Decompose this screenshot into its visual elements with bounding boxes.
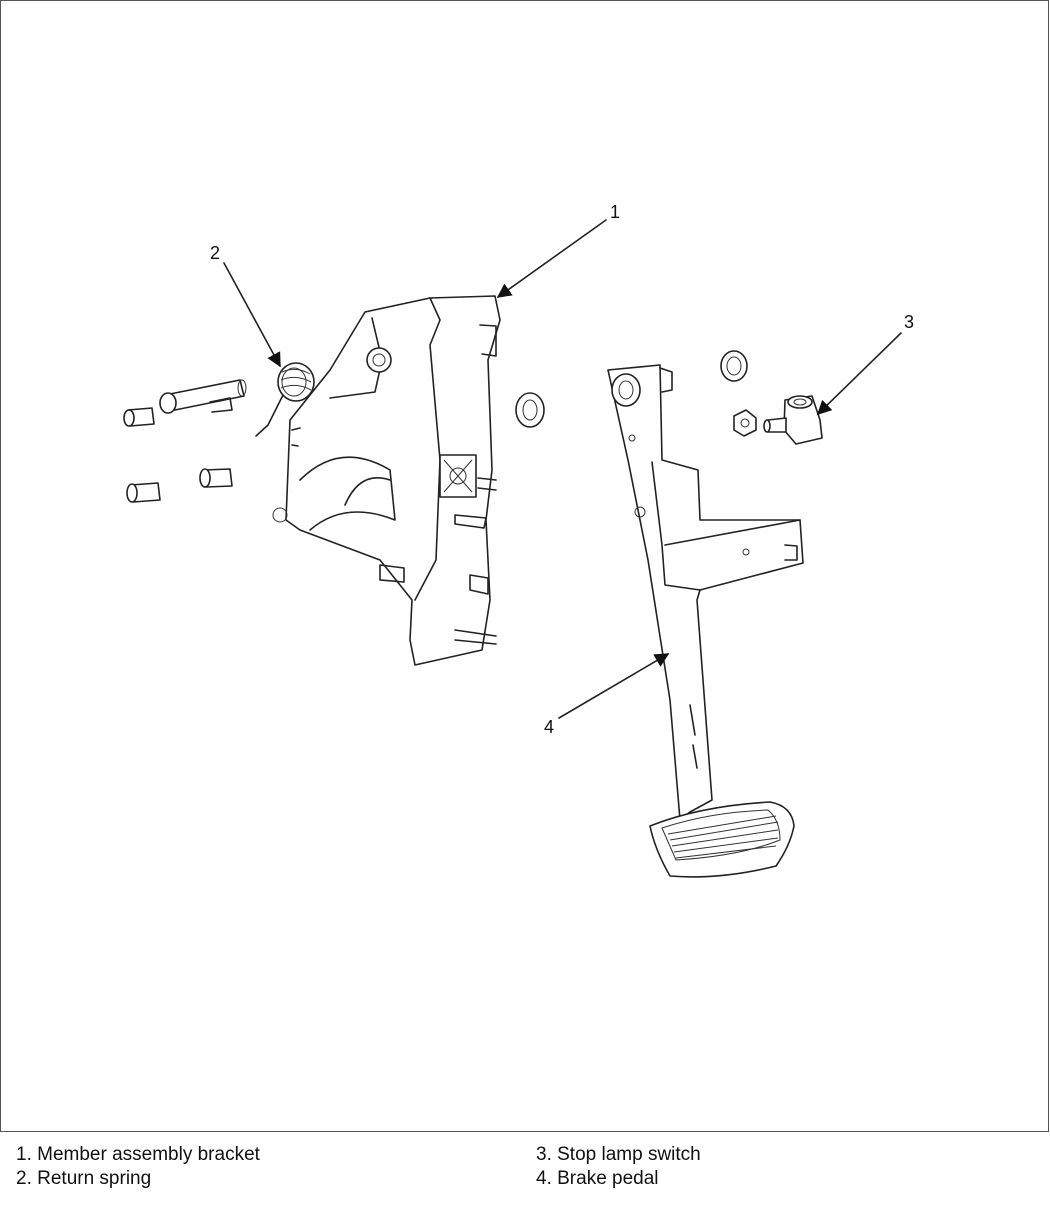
brake-pedal-exploded-diagram (123, 219, 902, 878)
return-spring (255, 362, 315, 437)
callout-2: 2 (210, 243, 221, 263)
stop-lamp-switch (763, 395, 823, 445)
leader-line-3 (816, 332, 902, 416)
leader-line-2 (223, 262, 281, 368)
brake-pedal (607, 364, 804, 821)
diagram-frame (0, 0, 1049, 1132)
legend-right-column: 3. Stop lamp switch 4. Brake pedal (536, 1143, 701, 1191)
leader-line-1 (496, 219, 607, 298)
legend-item-1: 1. Member assembly bracket (16, 1144, 260, 1165)
leader-line-4 (558, 653, 670, 719)
callout-4: 4 (544, 717, 555, 737)
bushing-left-lower (126, 482, 161, 503)
legend-item-3: 3. Stop lamp switch (536, 1144, 701, 1165)
lock-nut (733, 409, 757, 437)
pivot-bolt (159, 379, 247, 414)
legend-left-column: 1. Member assembly bracket 2. Return spr… (16, 1143, 260, 1191)
callout-3: 3 (904, 312, 915, 332)
bushing-left-middle (199, 468, 233, 488)
pedal-bushing (515, 392, 545, 428)
bushing-left-upper (123, 407, 155, 427)
legend-item-2: 2. Return spring (16, 1168, 152, 1189)
brake-pedal-pad (649, 801, 795, 878)
member-assembly-bracket (272, 295, 501, 666)
callout-1: 1 (610, 202, 621, 222)
switch-bushing (720, 350, 748, 382)
legend-item-4: 4. Brake pedal (536, 1168, 659, 1189)
